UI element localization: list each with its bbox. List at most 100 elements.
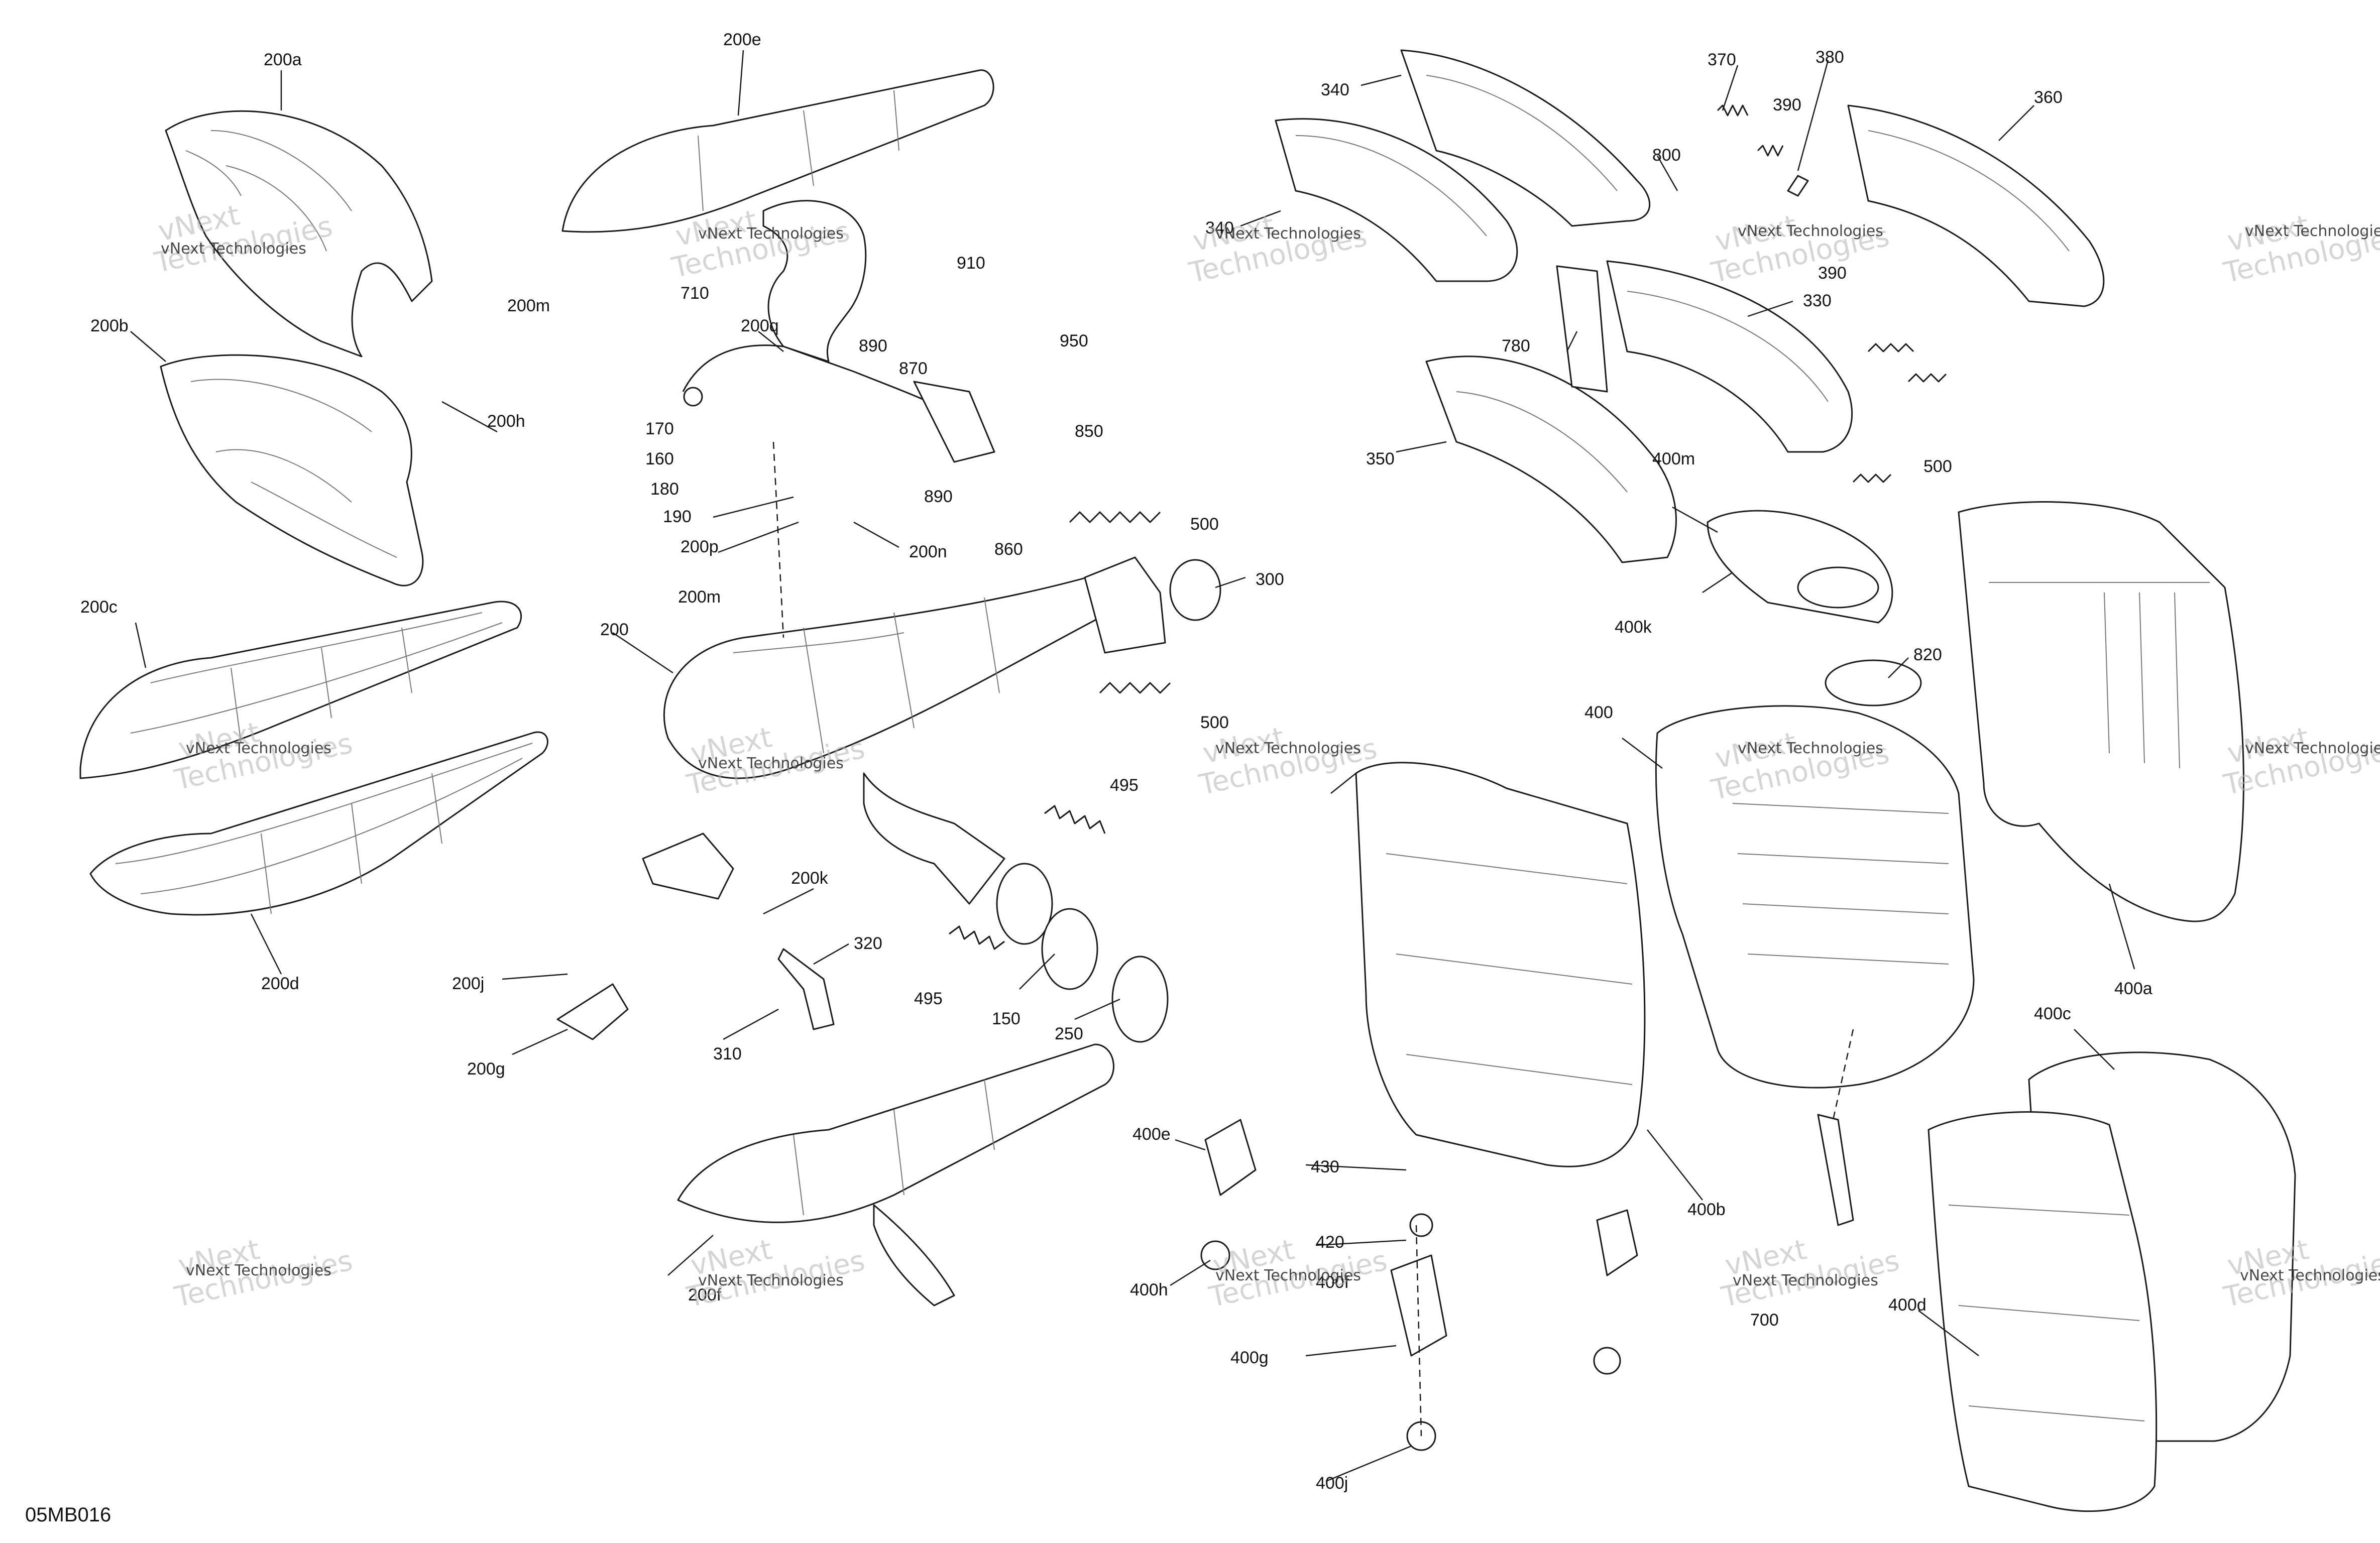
callout-200b: 200b [90,316,129,335]
callout-495-lower: 495 [914,989,943,1008]
callout-400g: 400g [1230,1348,1269,1367]
spring-495-right [949,925,1005,950]
callout-200k: 200k [791,869,829,888]
shield-360 [1847,104,2105,307]
callout-910: 910 [957,254,985,273]
heat-shield-200c [79,601,522,779]
callout-190: 190 [663,507,692,526]
callout-890-lower: 890 [924,487,953,506]
callout-400b: 400b [1687,1200,1726,1219]
spring-500-right [1852,343,1947,483]
heat-shield-200b [160,354,424,586]
shield-340-upper [1400,49,1651,227]
callout-400a: 400a [2114,979,2152,998]
watermark-caption-1: vNext Technologies [161,240,306,258]
heat-shield-200e [561,69,994,233]
callout-200p: 200p [681,537,719,556]
callout-390-lower: 390 [1818,264,1847,283]
watermark-caption-12: vNext Technologies [698,1272,844,1289]
rings-150-250 [1041,908,1169,1043]
muffler-400 [1655,659,1975,1089]
callout-200a: 200a [264,50,302,69]
callout-800: 800 [1652,146,1681,165]
flange-assembly-300 [1084,556,1221,654]
callout-400: 400 [1584,703,1613,722]
callout-200c: 200c [80,598,118,617]
watermark-14: vNext Technologies [1718,1233,1902,1314]
callout-400c: 400c [2034,1004,2071,1023]
callout-820: 820 [1913,645,1942,664]
shield-330 [1606,260,1853,453]
springs-370-380-390 [1717,104,1809,197]
bracket-200g [556,983,629,1040]
callout-870: 870 [899,359,928,378]
watermark-13: vNext Technologies [1206,1233,1390,1314]
watermark-caption-4: vNext Technologies [1738,222,1883,240]
spring-495-left [1044,805,1106,834]
callout-200m-lower: 200m [678,587,721,607]
callout-200j: 200j [452,974,484,993]
callout-200h: 200h [487,412,525,431]
callout-400k: 400k [1615,618,1652,637]
spring-500-lower [1099,682,1171,694]
callout-370: 370 [1708,50,1736,69]
watermark-caption-11: vNext Technologies [186,1262,331,1279]
callout-850: 850 [1075,422,1103,441]
callout-860: 860 [994,540,1023,559]
callout-780: 780 [1502,336,1530,355]
callout-500-right: 500 [1923,457,1952,476]
elbow-pipe-200q [762,200,867,363]
watermark-caption-14: vNext Technologies [1733,1272,1878,1289]
callout-500-upper: 500 [1190,515,1219,534]
callout-400j: 400j [1316,1474,1348,1493]
watermark-caption-7: vNext Technologies [698,755,844,772]
callout-700: 700 [1750,1311,1779,1330]
mount-400-right [1593,1209,1638,1375]
heat-shield-200a [165,110,433,358]
watermark-caption-9: vNext Technologies [1738,740,1883,757]
callout-390-upper: 390 [1773,95,1801,114]
spring-500-upper [1069,511,1161,523]
callout-320: 320 [854,934,882,953]
heat-shield-200d [89,731,548,916]
callout-400d: 400d [1888,1295,1926,1315]
shield-400d [1928,1111,2158,1512]
shield-400b [1355,762,1646,1167]
shield-340-lower [1275,118,1518,282]
callout-200n: 200n [909,542,947,561]
callout-890-upper: 890 [859,336,887,355]
watermark-caption-13: vNext Technologies [1215,1267,1361,1284]
callout-170: 170 [645,419,674,438]
watermark-caption-10: vNext Technologies [2245,740,2380,757]
callout-300: 300 [1256,570,1284,589]
diagram-code: 05MB016 [25,1504,111,1526]
watermark-caption-3: vNext Technologies [1215,225,1361,243]
callout-200m-upper: 200m [507,296,550,315]
callout-400m: 400m [1652,449,1695,468]
watermark-5: vNext Technologies [2220,209,2380,290]
bracket-200k [642,833,734,900]
mount-400f [1390,1213,1447,1357]
callout-200g: 200g [467,1059,505,1079]
callout-330: 330 [1803,291,1832,310]
watermark-caption-6: vNext Technologies [186,740,331,757]
watermark-12: vNext Technologies [684,1233,867,1314]
callout-380: 380 [1816,48,1844,67]
callout-310: 310 [713,1044,742,1063]
inlet-cone-400k [1707,510,1893,624]
callout-350: 350 [1366,449,1395,468]
callout-420: 420 [1316,1233,1344,1252]
heat-shield-200f [677,1043,1114,1307]
callout-400h: 400h [1130,1280,1168,1299]
callout-495-upper: 495 [1110,776,1139,795]
rubber-mount-400h [1200,1240,1230,1270]
callout-160: 160 [645,449,674,468]
callout-950: 950 [1060,331,1088,350]
callout-200q: 200q [741,316,779,335]
shield-350 [1425,355,1677,563]
callout-150: 150 [992,1009,1021,1028]
callout-500-lower: 500 [1200,713,1229,732]
callout-200f: 200f [688,1285,722,1304]
callout-340-lower: 340 [1205,218,1234,238]
